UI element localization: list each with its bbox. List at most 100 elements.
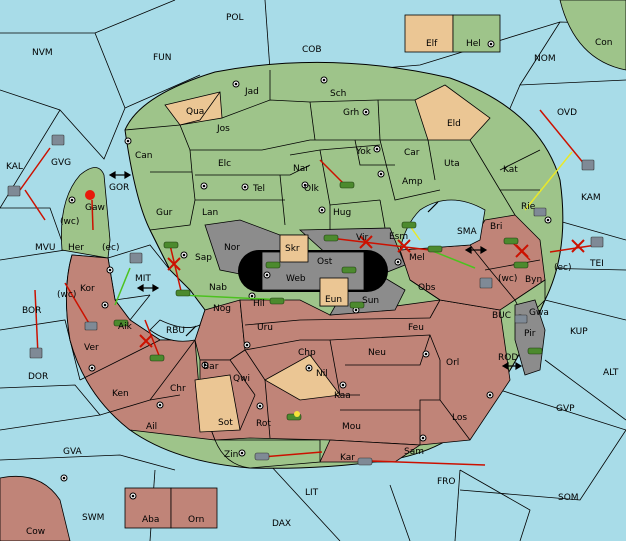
label-KAL: KAL xyxy=(6,162,23,172)
label-GOR: GOR xyxy=(109,183,129,193)
dislodged-marker xyxy=(85,190,95,200)
label-DOR: DOR xyxy=(28,372,48,382)
label-Feu: Feu xyxy=(408,323,424,333)
label-Chp: Chp xyxy=(298,348,316,358)
label-Nog: Nog xyxy=(213,304,231,314)
fleets xyxy=(7,134,604,466)
label-SWM: SWM xyxy=(82,513,104,523)
label-Sap: Sap xyxy=(195,253,212,263)
label-Nar: Nar xyxy=(293,164,309,174)
label-BOR: BOR xyxy=(22,306,41,316)
label-ALT: ALT xyxy=(603,368,619,378)
label-FUN: FUN xyxy=(153,53,172,63)
label-Cow: Cow xyxy=(26,527,45,537)
label-Uta: Uta xyxy=(444,159,460,169)
label-Ail: Ail xyxy=(146,422,157,432)
label-Kor: Kor xyxy=(80,284,95,294)
label-Her: Her xyxy=(68,243,84,253)
label-OVD: OVD xyxy=(557,108,577,118)
label-wc1: (wc) xyxy=(60,217,79,227)
label-SMA: SMA xyxy=(457,227,477,237)
label-Orl: Orl xyxy=(446,358,459,368)
label-Hel: Hel xyxy=(466,39,481,49)
rbu-channel xyxy=(149,319,201,342)
label-SOM: SOM xyxy=(558,493,579,503)
label-Hil: Hil xyxy=(253,299,265,309)
label-Car: Car xyxy=(404,148,420,158)
label-Bar: Bar xyxy=(203,362,219,372)
label-RBU: RBU xyxy=(166,326,185,336)
label-wc3: (wc) xyxy=(498,274,517,284)
label-Gaw: Gaw xyxy=(85,203,105,213)
label-Bri: Bri xyxy=(490,222,502,232)
province-orn xyxy=(170,487,218,529)
label-Jad: Jad xyxy=(244,87,259,97)
label-Neu: Neu xyxy=(368,348,386,358)
label-Lan: Lan xyxy=(202,208,218,218)
label-ec1: (ec) xyxy=(102,243,120,253)
label-Qwi: Qwi xyxy=(233,374,250,384)
label-ROD: ROD xyxy=(498,353,518,363)
label-Qua: Qua xyxy=(186,107,204,117)
label-Web: Web xyxy=(286,274,306,284)
label-Mou: Mou xyxy=(342,422,361,432)
label-Hug: Hug xyxy=(333,208,351,218)
label-POL: POL xyxy=(226,13,244,23)
label-Byn: Byn xyxy=(525,275,542,285)
label-Ken: Ken xyxy=(112,389,129,399)
province-borders xyxy=(79,70,541,445)
label-Ost: Ost xyxy=(317,257,333,267)
label-KAM: KAM xyxy=(581,193,601,203)
label-Eun: Eun xyxy=(325,295,342,305)
label-TEI: TEI xyxy=(589,259,604,269)
label-Tel: Tel xyxy=(252,184,265,194)
label-Amp: Amp xyxy=(402,177,423,187)
sea-labels: POL NVM FUN COB NOM Con OVD KAL GVG GOR … xyxy=(6,13,619,537)
label-NVM: NVM xyxy=(32,48,53,58)
label-GVG: GVG xyxy=(51,158,71,168)
label-NOM: NOM xyxy=(534,54,556,64)
label-Sot: Sot xyxy=(218,418,233,428)
label-Orn: Orn xyxy=(188,515,204,525)
label-Kar: Kar xyxy=(340,453,355,463)
label-Can: Can xyxy=(135,151,153,161)
label-Sam: Sam xyxy=(404,447,424,457)
label-LIT: LIT xyxy=(305,488,319,498)
label-Nor: Nor xyxy=(224,243,240,253)
cow-island xyxy=(0,475,71,541)
label-DAX: DAX xyxy=(272,519,291,529)
label-Ver: Ver xyxy=(84,343,99,353)
label-GVA: GVA xyxy=(63,447,83,457)
label-Con: Con xyxy=(595,38,613,48)
province-eld xyxy=(414,84,491,141)
label-Eld: Eld xyxy=(447,119,461,129)
label-Mel: Mel xyxy=(409,253,425,263)
label-MIT: MIT xyxy=(135,274,151,284)
star-marker xyxy=(294,411,300,417)
label-Kat: Kat xyxy=(503,165,518,175)
label-Sch: Sch xyxy=(330,89,346,99)
label-Olk: Olk xyxy=(304,184,320,194)
label-Chr: Chr xyxy=(170,384,186,394)
label-Gur: Gur xyxy=(156,208,173,218)
label-Yok: Yok xyxy=(355,147,372,157)
label-Aik: Aik xyxy=(118,322,133,332)
label-Elc: Elc xyxy=(218,159,231,169)
label-Rot: Rot xyxy=(256,419,271,429)
label-Skr: Skr xyxy=(285,244,300,254)
channel-arrows xyxy=(108,170,523,371)
label-Jos: Jos xyxy=(216,124,230,134)
label-Vir: Vir xyxy=(356,233,368,243)
orders xyxy=(19,109,597,466)
label-Grh: Grh xyxy=(343,108,359,118)
label-MVU: MVU xyxy=(35,243,56,253)
label-Nab: Nab xyxy=(209,283,227,293)
label-GVP: GVP xyxy=(556,404,575,414)
units xyxy=(113,181,543,421)
province-gaw xyxy=(61,167,111,259)
label-ec2: (ec) xyxy=(554,263,572,273)
label-Esm: Esm xyxy=(389,232,408,242)
label-Uru: Uru xyxy=(257,323,273,333)
